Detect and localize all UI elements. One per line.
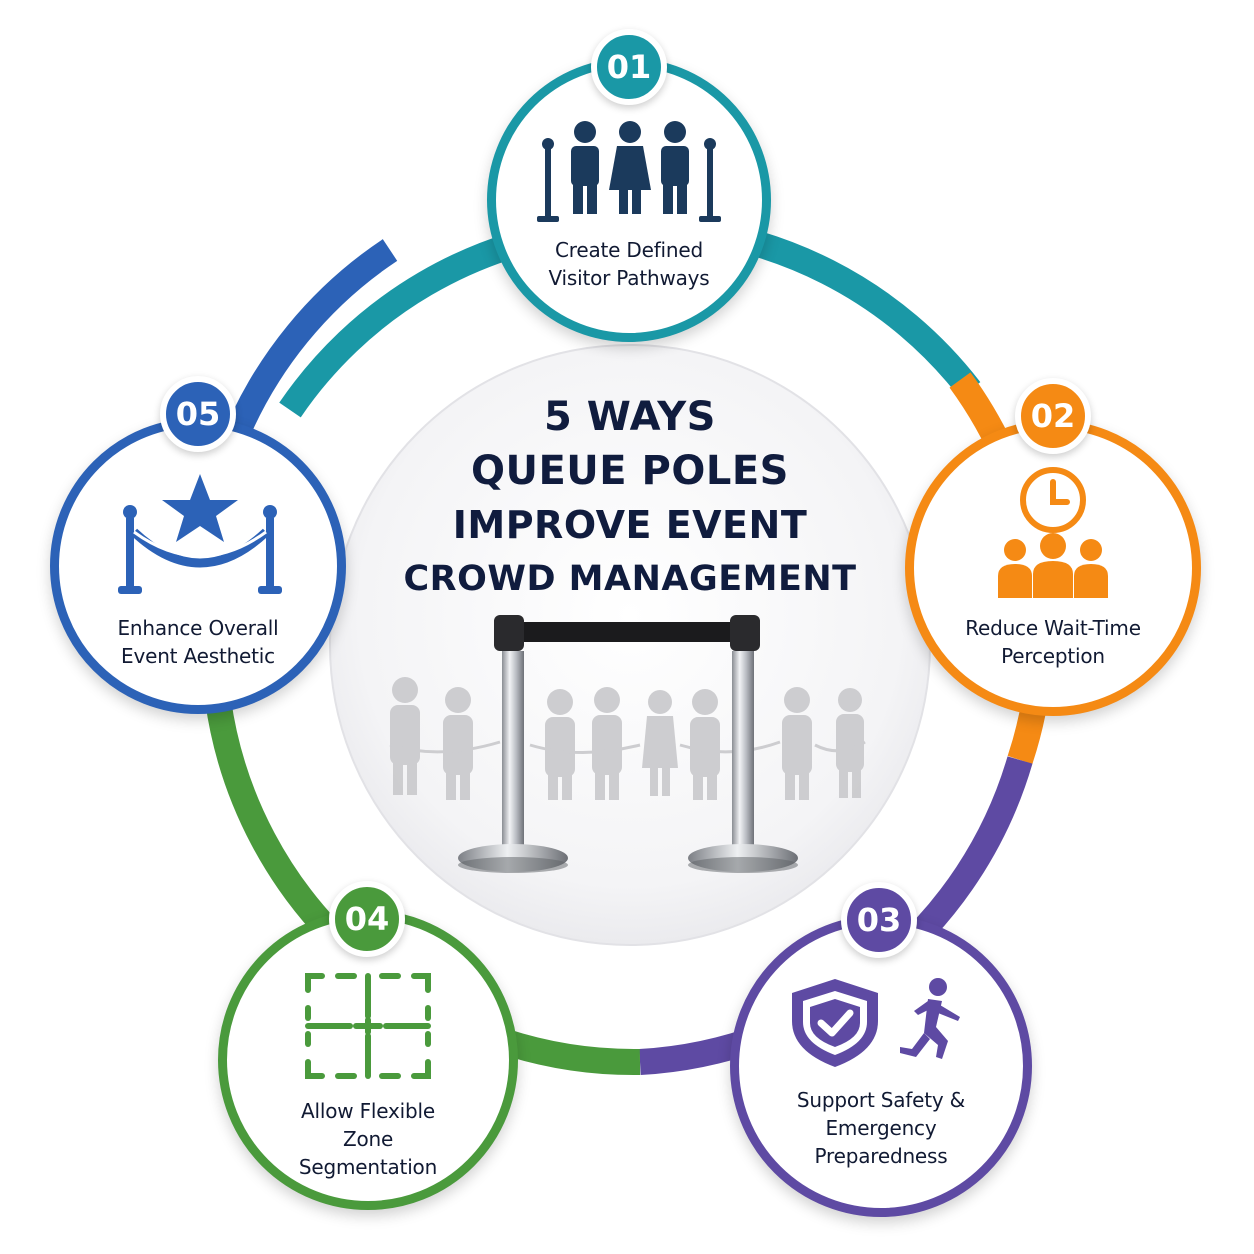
- crowd-silhouettes: [389, 677, 866, 800]
- shield-exit-icon: [792, 978, 960, 1067]
- title-line-3: IMPROVE EVENT: [452, 503, 808, 547]
- step-01-label: Create Defined Visitor Pathways: [548, 238, 710, 290]
- clock-crowd-icon: [998, 467, 1108, 598]
- stanchion-illustration: [458, 615, 798, 873]
- step-05-label: Enhance Overall Event Aesthetic: [117, 616, 279, 668]
- title-line-2: QUEUE POLES: [471, 448, 789, 494]
- step-05-badge: 05: [160, 376, 236, 452]
- step-03-badge: 03: [841, 882, 917, 958]
- people-queue-icon: [537, 121, 721, 222]
- zone-grid-icon: [305, 973, 431, 1079]
- step-02-label: Reduce Wait-Time Perception: [965, 616, 1141, 668]
- step-01-circle: [487, 58, 771, 342]
- title-line-1: 5 WAYS: [544, 394, 716, 440]
- step-04-label: Allow Flexible Zone Segmentation: [298, 1099, 438, 1179]
- step-04-badge: 04: [329, 881, 405, 957]
- step-01-badge: 01: [591, 29, 667, 105]
- step-03-label: Support Safety & Emergency Preparedness: [796, 1088, 966, 1168]
- title-line-4: CROWD MANAGEMENT: [403, 559, 857, 599]
- diagram-title: 5 WAYS QUEUE POLES IMPROVE EVENT CROWD M…: [360, 390, 900, 606]
- step-02-badge: 02: [1015, 378, 1091, 454]
- star-rope-icon: [118, 474, 282, 594]
